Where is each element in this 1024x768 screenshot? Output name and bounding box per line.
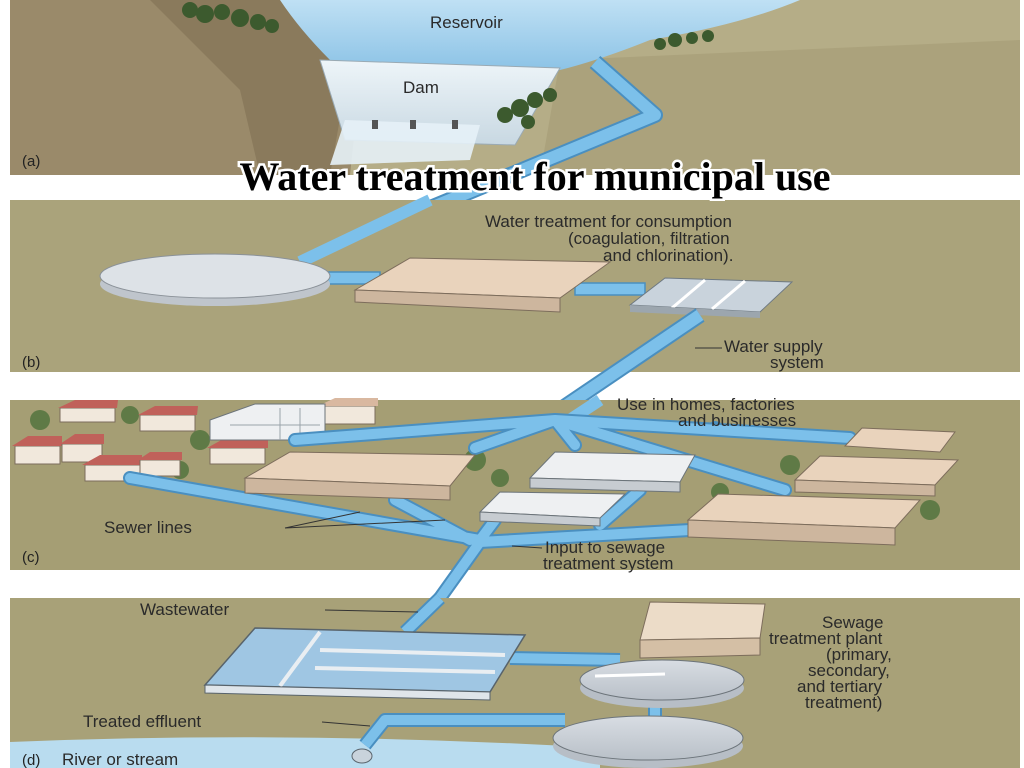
plant-building-side [639, 637, 761, 659]
shrub-cluster [30, 406, 940, 520]
building-roof [843, 427, 956, 453]
filtration-beds [628, 277, 794, 313]
house [319, 405, 376, 425]
page-title: Water treatment for municipal use [239, 154, 830, 199]
panel-d: Wastewater Sewage treatment plant (prima… [10, 592, 1020, 768]
clarifier-tank [552, 715, 744, 761]
house [139, 459, 181, 477]
dam-label: Dam [403, 78, 439, 97]
reservoir-water [280, 0, 800, 70]
treatment-building-side [354, 289, 561, 313]
panel-d-letter: (d) [22, 752, 40, 768]
clarifier-arm [594, 672, 666, 678]
sewer-pipe [125, 473, 695, 603]
settling-tanks-side [204, 684, 491, 701]
sewer-pipes [123, 471, 697, 605]
house [139, 414, 196, 432]
settling-tank-divider [278, 630, 506, 688]
house-roof [60, 434, 104, 444]
panel-c-letter: (c) [22, 549, 40, 566]
dam-outlet [410, 120, 416, 129]
building-side [529, 477, 681, 493]
house-roof [58, 400, 118, 408]
house [59, 407, 116, 423]
outfall-pipe [351, 748, 373, 764]
use-label: Use in homes, factories and businesses [617, 395, 799, 430]
building-side [479, 511, 601, 527]
tree-cluster [182, 2, 714, 129]
leader-line [511, 545, 543, 549]
house-roof [318, 398, 378, 406]
reservoir-label: Reservoir [430, 13, 503, 32]
treatment-label: Water treatment for consumption (coagula… [485, 212, 737, 265]
panel-b: Water treatment for consumption (coagula… [10, 194, 1020, 427]
effluent-label: Treated effluent [83, 712, 201, 731]
panel-c: Use in homes, factories and businesses S… [10, 394, 1020, 605]
leader-line [321, 721, 371, 727]
dam-outlet [372, 120, 378, 129]
building-side [244, 477, 451, 501]
river [10, 737, 600, 768]
house [14, 445, 61, 465]
intake-pipe [297, 194, 433, 268]
panel-b-letter: (b) [22, 354, 40, 371]
wastewater-label: Wastewater [140, 600, 229, 619]
dam-outlet [452, 120, 458, 129]
panel-a: Reservoir Dam (a) [10, 0, 1020, 270]
house-roof [12, 436, 62, 446]
building-side [794, 479, 936, 497]
building-side [687, 519, 896, 546]
building-roof [528, 451, 696, 483]
house [209, 447, 266, 465]
storage-tank [99, 253, 331, 299]
plant-building [639, 601, 766, 641]
leader-line [324, 609, 419, 613]
sewage-pipes [359, 592, 662, 750]
house-roof [138, 406, 198, 415]
hillside-shadow [150, 0, 345, 175]
apartment-block [209, 403, 326, 441]
sewer-lines-label: Sewer lines [104, 518, 192, 537]
panel-a-letter: (a) [22, 153, 40, 170]
right-hillside [540, 40, 1020, 175]
distribution-pipe [290, 415, 855, 495]
settling-tanks [203, 627, 527, 693]
house-cluster [12, 398, 378, 482]
commercial-buildings [243, 427, 960, 546]
sewage-input-label: Input to sewage treatment system [543, 538, 673, 573]
filtration-bed-divider [671, 278, 746, 311]
connector-pipe [574, 282, 646, 296]
clarifier-tank [579, 659, 745, 701]
river-label: River or stream [62, 750, 178, 768]
house-roof [82, 455, 142, 465]
plant-label: Sewage treatment plant (primary, seconda… [769, 613, 897, 712]
leader-line [284, 511, 446, 529]
supply-label: Water supply system [724, 337, 827, 372]
sewage-pipe [361, 594, 660, 749]
spillway-water [330, 120, 480, 165]
house-roof [138, 452, 182, 460]
